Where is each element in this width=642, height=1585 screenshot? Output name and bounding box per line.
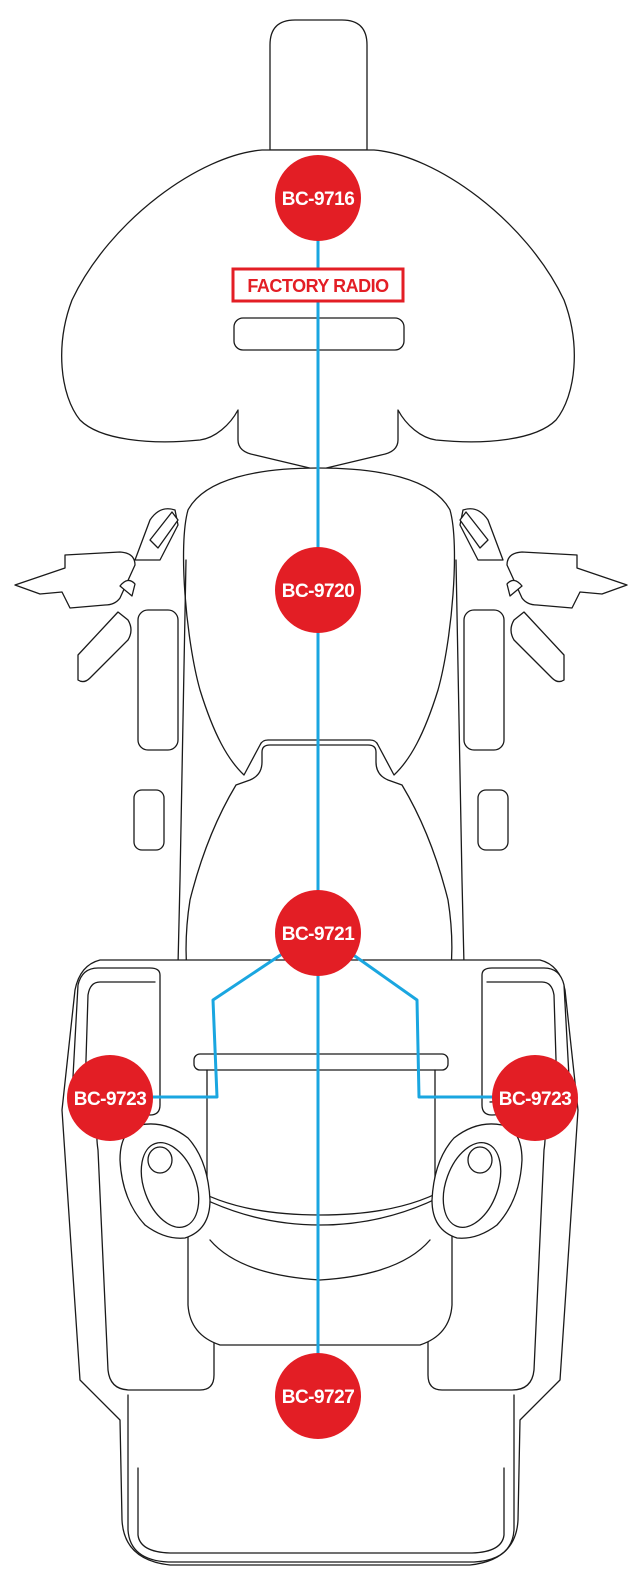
left-handlebar bbox=[78, 612, 131, 682]
right-side-cover bbox=[464, 610, 504, 750]
right-handlebar bbox=[511, 612, 564, 682]
badge-rear-text: BC-9727 bbox=[282, 1387, 355, 1408]
badge-left-speaker-text: BC-9723 bbox=[74, 1089, 147, 1110]
badge-tank-text: BC-9720 bbox=[282, 581, 355, 602]
motorcycle-outline bbox=[15, 20, 627, 1565]
windshield bbox=[270, 20, 367, 150]
badge-seat-text: BC-9721 bbox=[282, 924, 355, 945]
badge-tank: BC-9720 bbox=[275, 547, 361, 633]
factory-radio-label: FACTORY RADIO bbox=[233, 269, 403, 301]
left-lever bbox=[15, 552, 135, 608]
seat-crossbar bbox=[194, 1054, 448, 1070]
badge-top-text: BC-9716 bbox=[282, 189, 355, 210]
badge-rear: BC-9727 bbox=[275, 1353, 361, 1439]
badge-right-speaker-text: BC-9723 bbox=[499, 1089, 572, 1110]
right-footpeg bbox=[478, 790, 508, 850]
badge-right-speaker: BC-9723 bbox=[492, 1055, 578, 1141]
badge-seat: BC-9721 bbox=[275, 890, 361, 976]
badge-left-speaker: BC-9723 bbox=[67, 1055, 153, 1141]
frame-left bbox=[178, 560, 186, 965]
frame-right bbox=[456, 560, 464, 965]
left-speaker-center bbox=[148, 1147, 172, 1173]
left-side-cover bbox=[138, 610, 178, 750]
right-speaker-center bbox=[468, 1147, 492, 1173]
left-footpeg bbox=[134, 790, 164, 850]
right-lever bbox=[507, 552, 627, 608]
badge-top: BC-9716 bbox=[275, 155, 361, 241]
factory-radio-text: FACTORY RADIO bbox=[247, 276, 389, 296]
